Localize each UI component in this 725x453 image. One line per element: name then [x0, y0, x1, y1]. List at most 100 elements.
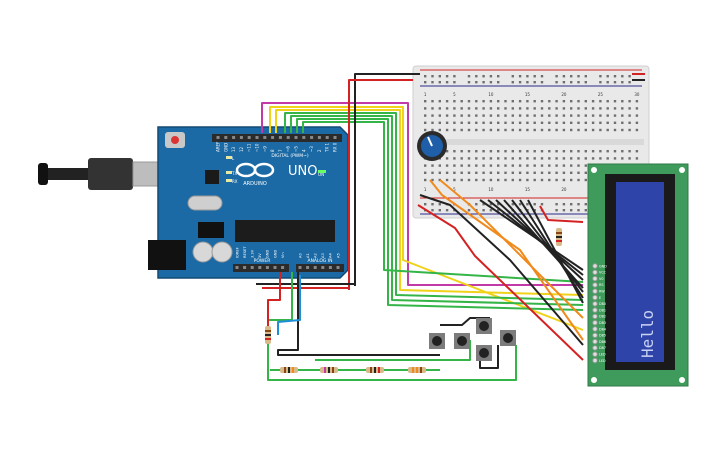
breadboard-hole[interactable] — [475, 121, 478, 124]
rail-hole[interactable] — [438, 75, 441, 78]
rail-hole[interactable] — [489, 209, 493, 212]
breadboard-hole[interactable] — [445, 171, 449, 174]
breadboard-hole[interactable] — [482, 114, 485, 117]
breadboard-hole[interactable] — [606, 107, 609, 110]
rail-hole[interactable] — [540, 75, 544, 78]
breadboard-hole[interactable] — [475, 164, 478, 167]
rail-hole[interactable] — [475, 203, 478, 206]
breadboard-hole[interactable] — [497, 114, 500, 117]
rail-hole[interactable] — [533, 203, 536, 206]
breadboard-hole[interactable] — [584, 178, 587, 182]
breadboard-hole[interactable] — [526, 121, 529, 124]
rail-hole[interactable] — [533, 81, 536, 84]
rail-hole[interactable] — [438, 81, 441, 84]
breadboard-hole[interactable] — [475, 128, 478, 132]
breadboard-hole[interactable] — [533, 164, 536, 167]
breadboard-hole[interactable] — [570, 171, 573, 174]
digital-pin-socket[interactable] — [232, 136, 236, 139]
breadboard-hole[interactable] — [606, 121, 609, 124]
breadboard-hole[interactable] — [584, 114, 587, 117]
breadboard-hole[interactable] — [467, 150, 471, 153]
digital-pin-socket[interactable] — [302, 136, 306, 139]
breadboard-hole[interactable] — [599, 107, 602, 110]
breadboard-hole[interactable] — [526, 157, 529, 160]
breadboard-hole[interactable] — [548, 164, 551, 167]
breadboard-hole[interactable] — [599, 114, 602, 117]
breadboard-hole[interactable] — [460, 100, 463, 103]
breadboard-hole[interactable] — [635, 121, 639, 124]
rail-hole[interactable] — [497, 203, 500, 206]
rail-hole[interactable] — [599, 75, 602, 78]
breadboard-hole[interactable] — [438, 121, 441, 124]
breadboard-hole[interactable] — [497, 128, 500, 132]
breadboard-hole[interactable] — [445, 178, 449, 182]
digital-pin-socket[interactable] — [247, 136, 251, 139]
breadboard-hole[interactable] — [606, 128, 609, 132]
analog-pin-socket[interactable] — [306, 266, 310, 269]
breadboard-hole[interactable] — [570, 121, 573, 124]
rail-hole[interactable] — [511, 203, 514, 206]
breadboard-hole[interactable] — [562, 121, 566, 124]
breadboard-hole[interactable] — [424, 128, 427, 132]
power-pin-socket[interactable] — [258, 266, 262, 269]
breadboard-hole[interactable] — [533, 107, 536, 110]
breadboard-hole[interactable] — [460, 107, 463, 110]
lcd-pin[interactable] — [592, 332, 598, 338]
breadboard-hole[interactable] — [628, 121, 631, 124]
lcd-pin[interactable] — [592, 345, 598, 351]
lcd-pin[interactable] — [592, 269, 598, 275]
breadboard-hole[interactable] — [497, 171, 500, 174]
breadboard-hole[interactable] — [489, 114, 493, 117]
potentiometer[interactable] — [417, 131, 447, 161]
breadboard-hole[interactable] — [591, 107, 595, 110]
breadboard-hole[interactable] — [453, 128, 456, 132]
breadboard-hole[interactable] — [533, 121, 536, 124]
rail-hole[interactable] — [526, 203, 529, 206]
breadboard-hole[interactable] — [570, 128, 573, 132]
breadboard-hole[interactable] — [511, 164, 514, 167]
breadboard-hole[interactable] — [591, 150, 595, 153]
breadboard-hole[interactable] — [621, 121, 624, 124]
breadboard-hole[interactable] — [511, 121, 514, 124]
breadboard-hole[interactable] — [628, 100, 631, 103]
digital-pin-socket[interactable] — [286, 136, 290, 139]
breadboard-hole[interactable] — [628, 128, 631, 132]
breadboard-hole[interactable] — [497, 100, 500, 103]
breadboard-hole[interactable] — [621, 100, 624, 103]
power-pin-socket[interactable] — [250, 266, 254, 269]
breadboard-hole[interactable] — [467, 178, 471, 182]
rail-hole[interactable] — [489, 203, 493, 206]
breadboard-hole[interactable] — [482, 171, 485, 174]
breadboard-hole[interactable] — [599, 157, 602, 160]
breadboard-hole[interactable] — [482, 100, 485, 103]
breadboard-hole[interactable] — [548, 171, 551, 174]
breadboard-hole[interactable] — [482, 128, 485, 132]
breadboard-hole[interactable] — [504, 171, 507, 174]
breadboard-hole[interactable] — [453, 164, 456, 167]
rail-hole[interactable] — [424, 75, 427, 78]
breadboard-hole[interactable] — [511, 157, 514, 160]
breadboard-hole[interactable] — [424, 171, 427, 174]
rail-hole[interactable] — [467, 75, 471, 78]
breadboard-hole[interactable] — [504, 157, 507, 160]
digital-pin-socket[interactable] — [325, 136, 329, 139]
rail-hole[interactable] — [497, 209, 500, 212]
power-pin-socket[interactable] — [273, 266, 277, 269]
breadboard-hole[interactable] — [445, 114, 449, 117]
breadboard-hole[interactable] — [518, 157, 522, 160]
breadboard-hole[interactable] — [497, 150, 500, 153]
rail-hole[interactable] — [482, 81, 485, 84]
analog-pin-socket[interactable] — [298, 266, 302, 269]
breadboard-hole[interactable] — [526, 114, 529, 117]
breadboard-hole[interactable] — [511, 107, 514, 110]
digital-pin-socket[interactable] — [317, 136, 321, 139]
breadboard-hole[interactable] — [504, 178, 507, 182]
digital-pin-socket[interactable] — [271, 136, 275, 139]
breadboard-hole[interactable] — [453, 178, 456, 182]
lcd-pin[interactable] — [592, 275, 598, 282]
lcd-pin[interactable] — [592, 307, 598, 313]
breadboard-hole[interactable] — [584, 107, 587, 110]
rail-hole[interactable] — [453, 75, 456, 78]
breadboard-hole[interactable] — [540, 150, 544, 153]
breadboard-hole[interactable] — [482, 164, 485, 167]
